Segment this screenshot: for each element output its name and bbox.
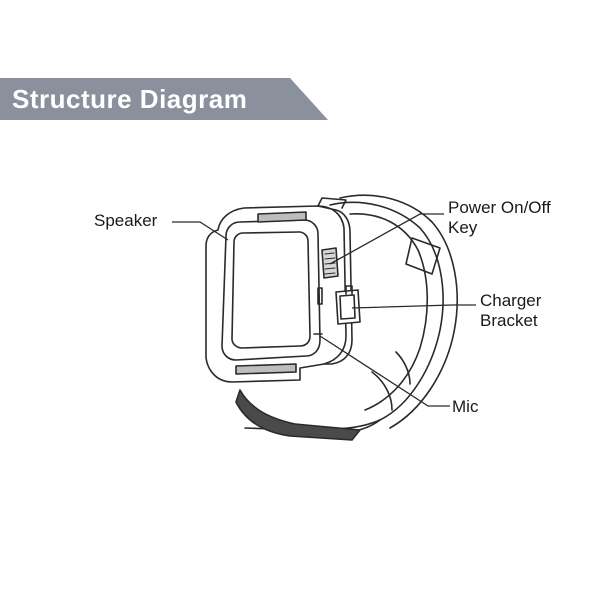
mic-label: Mic	[452, 397, 479, 416]
power-key-label-line1: Power On/Off	[448, 198, 551, 217]
charger-leader-line	[351, 304, 476, 309]
banner-shape	[0, 78, 328, 120]
power-key-label: Power On/Off Key	[448, 198, 551, 238]
speaker-leader-line	[172, 221, 229, 241]
power-key-leader-line	[329, 213, 444, 265]
power-key-label-line2: Key	[448, 218, 478, 237]
mic-leader-line	[319, 335, 450, 407]
charger-label-line2: Bracket	[480, 311, 538, 330]
speaker-label: Speaker	[94, 211, 158, 230]
watch-case	[205, 197, 361, 383]
charger-label-line1: Charger	[480, 291, 542, 310]
page-title: Structure Diagram	[12, 84, 248, 114]
watch-strap	[235, 194, 458, 441]
title-banner: Structure Diagram	[0, 78, 330, 120]
leader-lines	[172, 213, 476, 407]
charger-bracket-label: Charger Bracket	[480, 291, 541, 331]
